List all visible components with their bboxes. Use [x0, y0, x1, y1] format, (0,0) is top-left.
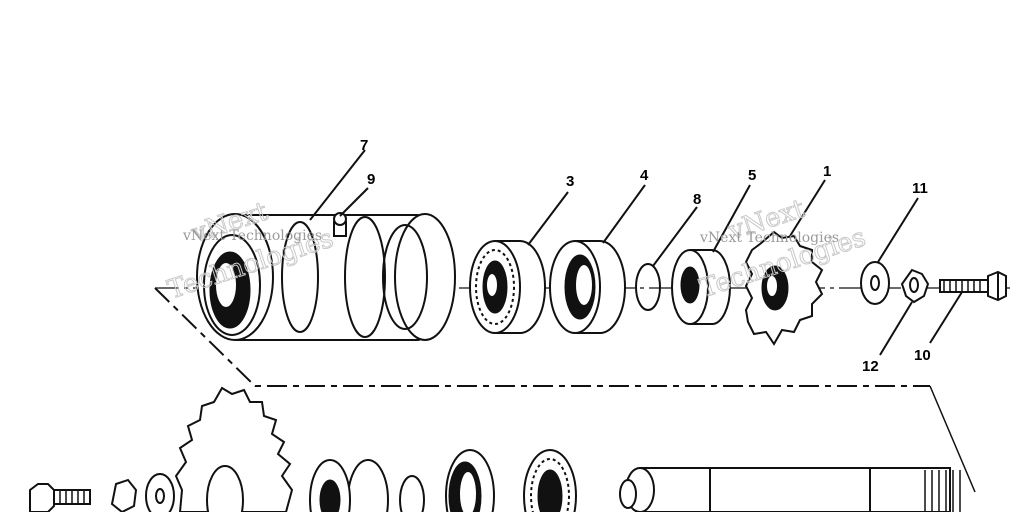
small-sprocket-part — [744, 230, 824, 346]
callout-10: 10 — [914, 347, 931, 364]
callout-3: 3 — [566, 173, 574, 190]
callout-5: 5 — [748, 167, 756, 184]
bearing-cup-part — [549, 240, 626, 334]
callout-8: 8 — [693, 191, 701, 208]
callout-11: 11 — [912, 180, 928, 197]
lock-washer-part — [900, 268, 930, 304]
housing-part — [196, 213, 456, 341]
spacer-part — [671, 249, 731, 325]
callout-4: 4 — [640, 167, 649, 184]
lower-assembly — [29, 386, 961, 517]
grease-fitting-part — [333, 212, 347, 237]
callout-7: 7 — [360, 137, 368, 154]
washer-part — [860, 261, 890, 305]
leader-lines — [309, 149, 963, 356]
watermark-right-small: vNext Technologies — [699, 230, 839, 246]
callout-9: 9 — [367, 171, 375, 188]
callout-1: 1 — [823, 163, 831, 180]
watermark-left-small: vNext Technologies — [182, 228, 322, 244]
callout-labels: 7 9 3 4 8 5 1 11 12 10 — [360, 137, 931, 375]
bearing-part — [469, 240, 546, 334]
o-ring-part — [635, 263, 661, 311]
bolt-part — [939, 270, 1007, 302]
callout-12: 12 — [862, 358, 879, 375]
